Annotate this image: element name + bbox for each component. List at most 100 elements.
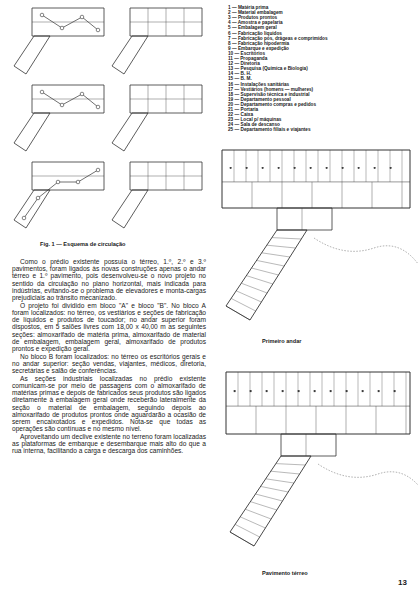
plan-line [376,406,377,434]
plan-line [378,150,379,182]
legend-line: 20 — Departamento compras e pedidos [228,102,316,107]
plan-line [318,150,319,182]
body-paragraph: Aproveitando um declive existente no ter… [12,433,206,455]
column-mark [362,391,363,392]
plan-line [406,372,407,406]
legend-line: 12 — Diretoria [228,61,260,66]
plan-line [306,434,307,456]
plan-line [148,162,149,190]
column-mark [346,391,347,392]
column-mark [230,167,231,168]
legend-line: 3 — Produtos prontos [228,15,277,20]
plan-outline [14,190,50,228]
plan-line [256,494,283,501]
column-mark [234,391,235,392]
plan-line [245,509,271,519]
plan-line [282,150,283,182]
flow-node [36,196,40,200]
plan-line [262,372,263,406]
plan-line [32,176,104,177]
legend-line: 22 — Caixa [228,112,253,117]
plan-line [166,8,167,36]
plan-outline [32,8,104,36]
plan-line [346,406,347,434]
flow-node [40,90,44,94]
plan-line [402,150,403,182]
column-mark [310,167,311,168]
plan-line [256,406,257,434]
plan-line [226,406,410,407]
flow-line [42,92,98,107]
plan-line [330,150,331,182]
plan-line [334,372,335,406]
legend-line: 17 — Vestiários (homens — mulheres) [228,87,313,92]
plan-line [261,486,289,492]
plan-line [250,502,276,510]
column-mark [330,391,331,392]
plan-line [238,372,239,406]
plan-line [184,162,185,190]
plan-outline [14,113,50,151]
flow-node [22,216,26,220]
plan-line [276,464,305,465]
plan-line [32,22,104,23]
flow-line [42,15,98,30]
column-mark [262,167,263,168]
plan-outline [226,230,307,320]
plan-line [366,150,367,182]
legend-line: 25 — Departamento filiais e viajantes [228,127,311,132]
column-mark [358,167,359,168]
column-mark [250,391,251,392]
legend-line: 6 — Fabricação líquidos [228,31,282,36]
flow-line [24,170,98,218]
legend-line: 8 — Fabricação hipodermia [228,41,289,46]
flow-node [96,105,100,109]
column-mark [390,167,391,168]
plan-line [282,182,283,208]
legend-line: 4 — Amostra e papelaria [228,20,283,25]
plan-line [267,245,296,248]
text-column: Como o prédio existente possuía o térreo… [12,258,206,455]
plan-line [372,182,373,208]
column-mark [282,391,283,392]
legend-line: 11 — Propaganda [228,56,267,61]
plan-line [274,372,275,406]
legend-line: 18 — Supervisão técnica e industrial [228,92,310,97]
plan-line [298,372,299,406]
legend-line: 9 — Embarque e expedição [228,46,289,51]
legend-line: 19 — Departamento pessoal [228,97,291,102]
plan-line [234,150,235,182]
column-mark [298,391,299,392]
garden-line [314,238,418,273]
plan-outline [130,85,202,113]
plan-line [310,372,311,406]
plan-outline [32,162,104,190]
plan-outline [112,113,148,151]
plan-line [286,372,287,406]
plan-title: Pavimento térreo [262,570,308,576]
circulation-schemes [14,8,202,228]
legend-line: 15 — B. M. [228,76,252,81]
plan-line [246,150,247,182]
plan-title: Primeiro andar [262,338,301,344]
plan-line [354,150,355,182]
plan-line [382,372,383,406]
plan-line [250,372,251,406]
plan-outline [222,150,410,208]
flow-node [96,28,100,32]
plan-line [406,406,407,434]
plan-outline [112,190,148,228]
plan-line [222,181,410,182]
body-paragraph: Como o prédio existente possuía o térreo… [12,258,206,301]
legend-line: 5 — Embalagem geral [228,25,277,30]
flow-node [60,26,64,30]
legend-line: 23 — Local p/ máquinas [228,117,281,122]
plan-line [258,150,259,182]
plan-line [342,182,343,208]
body-paragraph: O projeto foi dividido em bloco "A" e bl… [12,302,206,352]
column-mark [374,167,375,168]
legend-line: 1 — Matéria prima [228,5,268,10]
column-mark [314,391,315,392]
plan-outline [14,36,50,74]
figure-caption: Fig. 1 — Esquema de circulação [40,241,126,247]
